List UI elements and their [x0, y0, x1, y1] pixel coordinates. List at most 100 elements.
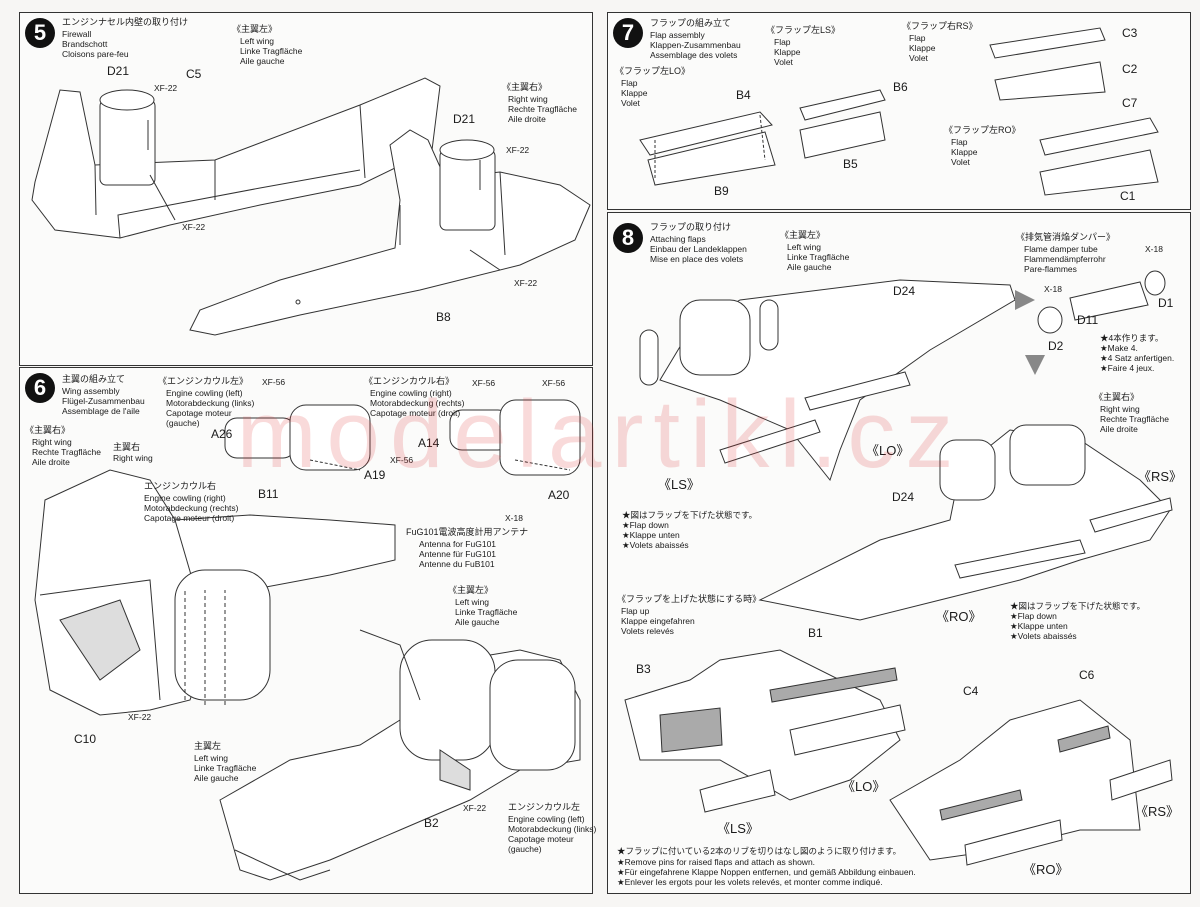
step5-left-wing: [31, 77, 441, 239]
step8-flame-damper: [1015, 270, 1166, 375]
step8-flap-down-note-a-fr: ★Volets abaissés: [622, 540, 689, 550]
step7-title-jp: フラップの組み立て: [650, 18, 732, 28]
step5-title-de: Brandschott: [62, 39, 108, 49]
part-label-c7: C7: [1122, 96, 1138, 110]
step8-left-wing-jp: 《主翼左》: [780, 230, 826, 240]
step7-flap-rs-jp: 《フラップ右RS》: [902, 21, 978, 31]
step8-make4-fr: ★Faire 4 jeux.: [1100, 363, 1155, 373]
step5-left-wing-fr: Aile gauche: [240, 56, 285, 66]
part-label-a19: A19: [364, 468, 386, 482]
part-label-c10: C10: [74, 732, 97, 746]
step5-left-wing-en: Left wing: [240, 36, 275, 46]
step7-flap-rs-de: Klappe: [909, 43, 936, 53]
step8-footnote-fr: ★Enlever les ergots pour les volets rele…: [617, 877, 883, 887]
part-label-b9: B9: [714, 184, 729, 198]
step6-left-wing2-jp: 主翼左: [194, 741, 222, 751]
step5-title-fr: Cloisons pare-feu: [62, 49, 129, 59]
step5-right-wing-fr: Aile droite: [508, 114, 546, 124]
part-label-c6: C6: [1079, 668, 1095, 682]
part-label-xf22: XF-22: [506, 145, 530, 155]
flap-label-ls: 《LS》: [658, 477, 700, 492]
step7-flap-lo-jp: 《フラップ左LO》: [615, 66, 691, 76]
step5-right-wing: [189, 129, 591, 336]
step8-left-wing-de: Linke Tragfläche: [787, 252, 850, 262]
step8-flap-up-jp: 《フラップを上げた状態にする時》: [617, 594, 762, 604]
part-label-xf22: XF-22: [182, 222, 206, 232]
step8-flap-up-fr: Volets relevés: [621, 626, 674, 636]
step5-left-wing-de: Linke Tragfläche: [240, 46, 303, 56]
step6-cowl-left-de: Motorabdeckung (links): [166, 398, 255, 408]
step6-left-wing-assembly: [219, 629, 581, 881]
step6-antenna-jp: FuG101電波高度計用アンテナ: [406, 527, 529, 537]
part-label-a20: A20: [548, 488, 570, 502]
step8-number-badge: 8: [613, 223, 643, 253]
step8-left-wing-flaps: [639, 279, 1016, 482]
part-label-xf22: XF-22: [463, 803, 487, 813]
step7-title-en: Flap assembly: [650, 30, 705, 40]
part-label-d24: D24: [892, 490, 915, 504]
step6-cowl-left-fr: Capotage moteur: [166, 408, 232, 418]
part-label-b5: B5: [843, 157, 858, 171]
step6-cowl-right2-de: Motorabdeckung (rechts): [144, 503, 239, 513]
step5-right-wing-de: Rechte Tragfläche: [508, 104, 577, 114]
step8-flap-down-note-a-de: ★Klappe unten: [622, 530, 680, 540]
step7-flap-lo-fr: Volet: [621, 98, 640, 108]
part-label-b11: B11: [258, 487, 279, 501]
step8-title-fr: Mise en place des volets: [650, 254, 744, 264]
flap-label-lo: 《LO》: [866, 443, 910, 458]
part-label-xf22: XF-22: [514, 278, 538, 288]
step6-antenna-de: Antenne für FuG101: [419, 549, 497, 559]
step5-left-wing-jp: 《主翼左》: [232, 24, 278, 34]
step8-right-wing-en: Right wing: [1100, 404, 1140, 414]
part-label-d1: D1: [1158, 296, 1174, 310]
part-label-a26: A26: [211, 427, 233, 441]
step6-right-wing-jp: 《主翼右》: [25, 425, 71, 435]
step6-title-jp: 主翼の組み立て: [62, 374, 126, 384]
step6-left-wing-de: Linke Tragfläche: [455, 607, 518, 617]
flap-label-rs: 《RS》: [1135, 804, 1180, 819]
step6-title-fr: Assemblage de l'aile: [62, 406, 140, 416]
step8-title-en: Attaching flaps: [650, 234, 706, 244]
step7-flap-lo-en: Flap: [621, 78, 638, 88]
step7-number-badge: 7: [613, 18, 643, 48]
part-label-c5: C5: [186, 67, 202, 81]
step5-number-badge: 5: [25, 18, 55, 48]
part-label-d21: D21: [453, 112, 476, 126]
part-label-xf56: XF-56: [390, 455, 414, 465]
step7-flap-ls-en: Flap: [774, 37, 791, 47]
step8-make4-jp: ★4本作ります。: [1100, 333, 1164, 343]
step6-cowl-right2-fr: Capotage moteur (droit): [144, 513, 235, 523]
step8-damper-de: Flammendämpferrohr: [1024, 254, 1106, 264]
step8-flap-down-note-b-de: ★Klappe unten: [1010, 621, 1068, 631]
part-label-b2: B2: [424, 816, 439, 830]
step6-cowl-left2-de: Motorabdeckung (links): [508, 824, 597, 834]
part-label-d24: D24: [893, 284, 916, 298]
step8-footnote-jp: ★フラップに付いている2本のリブを切りはなし図のように取り付けます。: [617, 846, 902, 856]
part-label-b4: B4: [736, 88, 751, 102]
step6-title-en: Wing assembly: [62, 386, 120, 396]
flap-label-lo: 《LO》: [842, 779, 886, 794]
step8-flap-down-note-b-en: ★Flap down: [1010, 611, 1057, 621]
step6-title-de: Flügel-Zusammenbau: [62, 396, 145, 406]
step8-footnote-en: ★Remove pins for raised flaps and attach…: [617, 857, 816, 867]
step6-cowl-left-fr2: (gauche): [166, 418, 200, 428]
step8-left-wing-en: Left wing: [787, 242, 822, 252]
step6-number-badge: 6: [25, 373, 55, 403]
part-label-xf56: XF-56: [472, 378, 496, 388]
part-label-b8: B8: [436, 310, 451, 324]
step6-right-wing-small: Right wing: [113, 453, 153, 463]
part-label-d2: D2: [1048, 339, 1064, 353]
step6-cowl-right2-jp: エンジンカウル右: [144, 481, 217, 491]
step8-title-de: Einbau der Landeklappen: [650, 244, 747, 254]
step8-right-wing-fr: Aile droite: [1100, 424, 1138, 434]
step7-flap-ls-jp: 《フラップ左LS》: [766, 25, 841, 35]
step7-flap-ro-en: Flap: [951, 137, 968, 147]
step6-cowl-left-en: Engine cowling (left): [166, 388, 243, 398]
flap-label-rs: 《RS》: [1138, 469, 1183, 484]
step6-right-wing-en: Right wing: [32, 437, 72, 447]
step6-cowl-right-fr: Capotage moteur (droit): [370, 408, 461, 418]
step8-flap-up-en: Flap up: [621, 606, 650, 616]
step8-flap-up-right: [889, 699, 1173, 866]
step6-antenna-fr: Antenne du FuB101: [419, 559, 495, 569]
